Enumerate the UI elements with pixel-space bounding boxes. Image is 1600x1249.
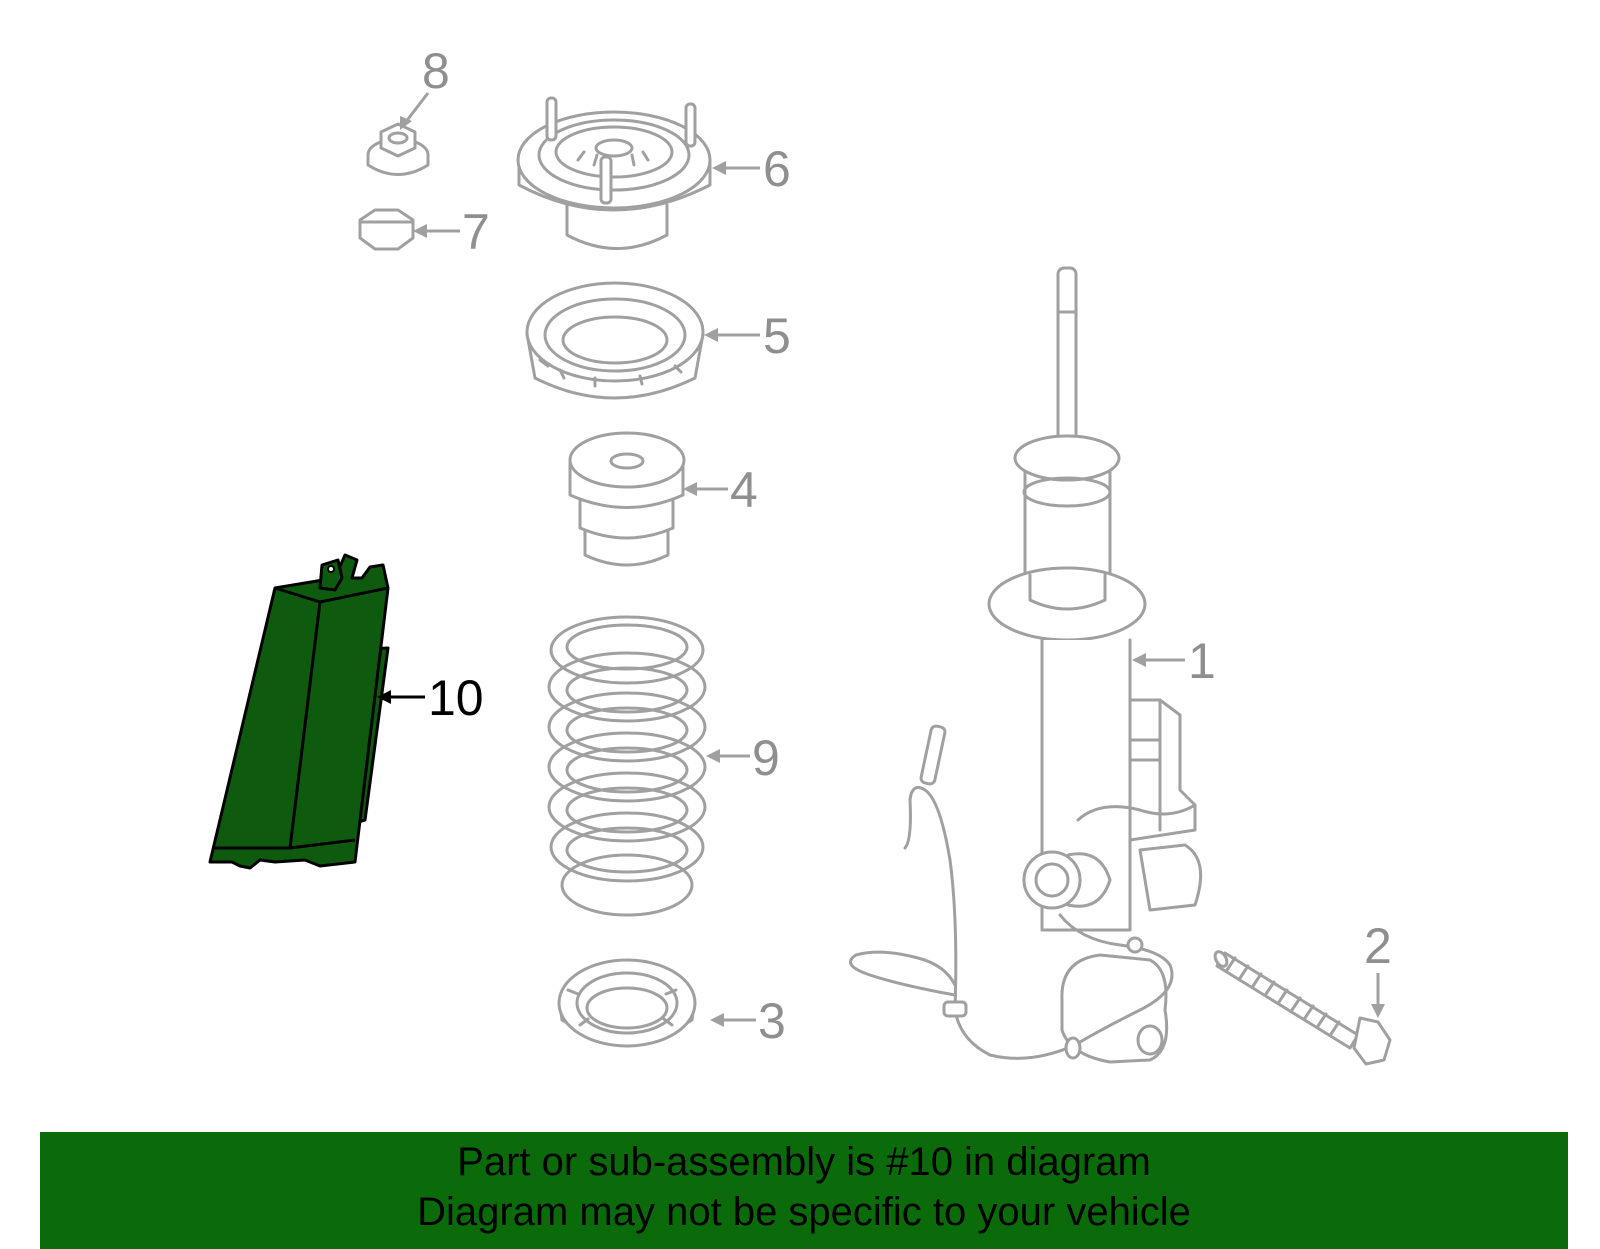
part-1-strut-assembly — [848, 266, 1203, 1064]
part-6-strut-mount — [516, 96, 712, 250]
callout-8-leader — [400, 92, 430, 130]
callout-4-leader — [683, 482, 728, 496]
part-4-bump-stop — [568, 431, 686, 567]
part-3-lower-spring-seat — [557, 958, 697, 1048]
callout-1: 1 — [1188, 633, 1216, 689]
callout-5: 5 — [763, 308, 791, 364]
part-7-nut — [358, 208, 415, 251]
callout-7: 7 — [462, 204, 490, 260]
info-banner: Part or sub-assembly is #10 in diagram D… — [40, 1132, 1568, 1249]
part-5-upper-spring-seat — [525, 281, 705, 400]
callout-8: 8 — [422, 43, 450, 99]
callout-7-leader — [413, 224, 460, 238]
banner-line-1: Part or sub-assembly is #10 in diagram — [457, 1140, 1151, 1184]
part-2-bolt — [1213, 950, 1392, 1066]
banner-line-2: Diagram may not be specific to your vehi… — [417, 1190, 1191, 1234]
callout-6-leader — [712, 161, 760, 175]
callout-5-leader — [704, 328, 760, 342]
callout-6: 6 — [763, 141, 791, 197]
callout-9-leader — [706, 749, 750, 763]
callout-2: 2 — [1364, 918, 1392, 974]
callout-10: 10 — [428, 670, 484, 726]
part-10-control-module[interactable] — [208, 553, 390, 870]
callout-10-leader — [377, 690, 425, 704]
callout-1-leader — [1132, 653, 1185, 667]
callout-4: 4 — [730, 462, 758, 518]
callout-3-leader — [710, 1013, 756, 1027]
callout-3: 3 — [758, 993, 786, 1049]
callout-2-leader — [1371, 973, 1385, 1018]
part-9-coil-spring — [547, 615, 707, 917]
part-8-flange-nut — [366, 122, 430, 176]
callout-9: 9 — [752, 730, 780, 786]
